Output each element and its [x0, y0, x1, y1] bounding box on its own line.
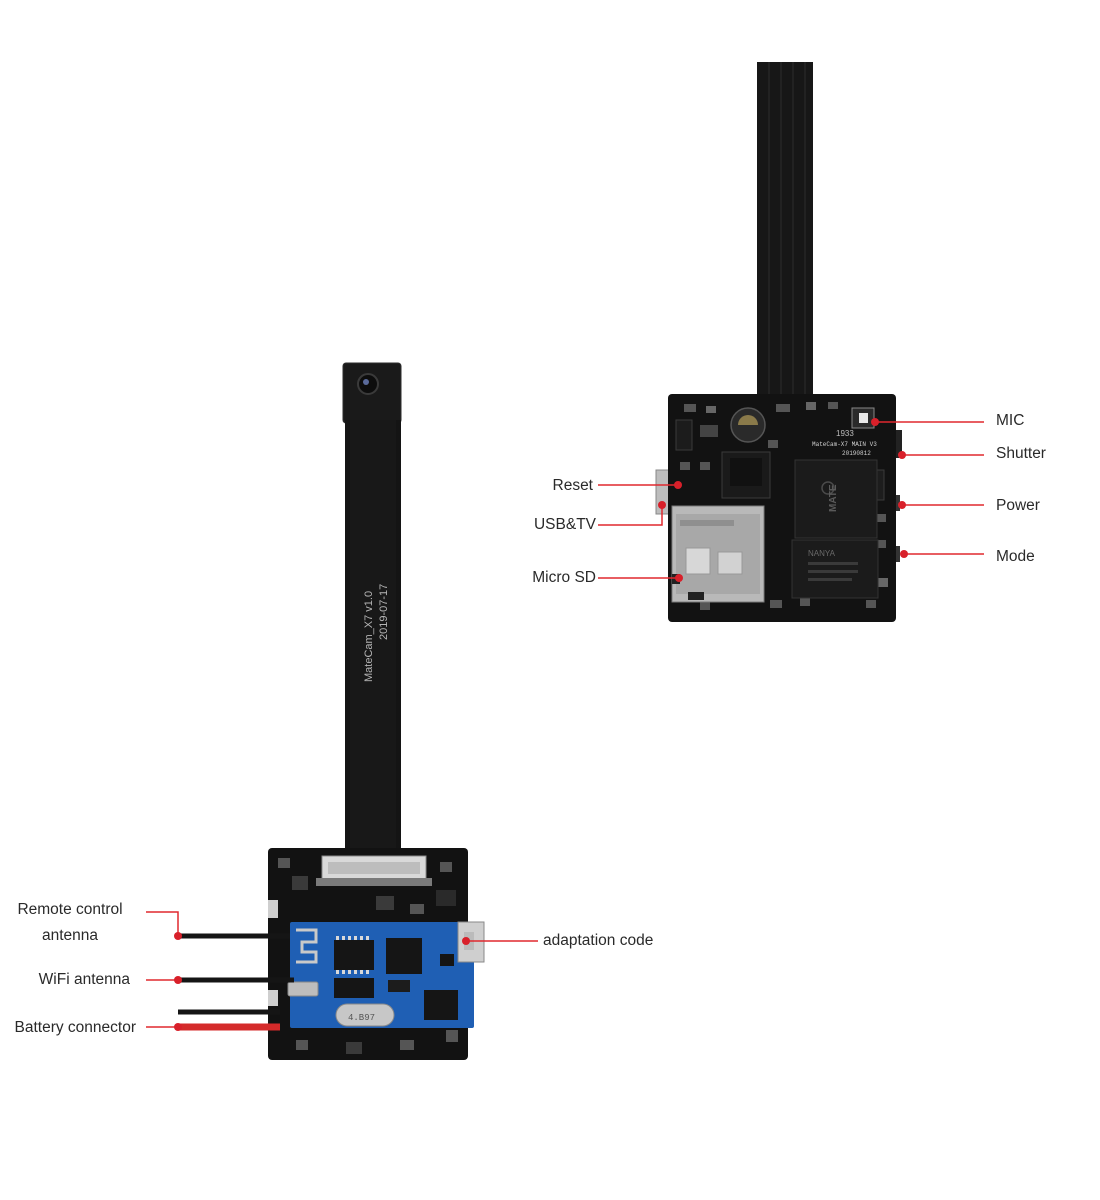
camera-board-callouts: [146, 911, 538, 1031]
reset-label: Reset: [552, 477, 594, 494]
cable-date-text: 2019-07-17: [378, 584, 390, 640]
memory-chip: [791, 539, 879, 599]
cable-model-text: MateCam_X7 v1.0: [363, 591, 375, 682]
remote-callout-line: [146, 911, 179, 936]
mic-label: MIC: [996, 412, 1025, 429]
crystal-oscillator: [335, 1003, 395, 1027]
memory-brand: NANYA: [808, 549, 836, 558]
power-label: Power: [996, 497, 1040, 514]
main-board-assembly: 1933 MateCam-X7 MAIN V3 20190812 MATE NA…: [655, 62, 902, 622]
micro-sd-callout-dot: [675, 574, 683, 582]
remote-callout-dot: [174, 932, 182, 940]
remote-antenna-label-line2: antenna: [41, 927, 99, 944]
usb-tv-label: USB&TV: [533, 516, 596, 533]
mic-callout-dot: [871, 418, 879, 426]
shutter-label: Shutter: [996, 445, 1046, 462]
wifi-antenna-label: WiFi antenna: [38, 971, 130, 988]
wifi-callout-dot: [174, 976, 182, 984]
battery-connector-label: Battery connector: [14, 1019, 136, 1036]
adaptation-callout-dot: [462, 937, 470, 945]
main-board-date: 20190812: [842, 450, 871, 457]
micro-sd-label: Micro SD: [532, 569, 596, 586]
remote-antenna-label: Remote control antenna: [4, 897, 136, 949]
usb-tv-callout-line: [598, 505, 663, 526]
remote-antenna-label-line1: Remote control: [17, 901, 123, 918]
mode-label: Mode: [996, 548, 1035, 565]
power-callout-dot: [898, 501, 906, 509]
shutter-callout-dot: [898, 451, 906, 459]
mode-callout-dot: [900, 550, 908, 558]
main-board-text: MateCam-X7 MAIN V3: [812, 441, 877, 448]
main-board-callouts: [598, 418, 984, 582]
battery-callout-dot: [174, 1023, 182, 1031]
reset-callout-dot: [674, 481, 682, 489]
soc-chip-brand: MATE: [828, 484, 839, 512]
component-code: 1933: [836, 429, 854, 438]
crystal-text: 4.B97: [348, 1013, 375, 1023]
main-soc-chip: [794, 459, 878, 539]
adaptation-code-label: adaptation code: [543, 932, 654, 949]
camera-board-assembly: MateCam_X7 v1.0 2019-07-17: [176, 362, 485, 1060]
main-ribbon-cable: [757, 62, 813, 397]
usb-tv-callout-dot: [658, 501, 666, 509]
